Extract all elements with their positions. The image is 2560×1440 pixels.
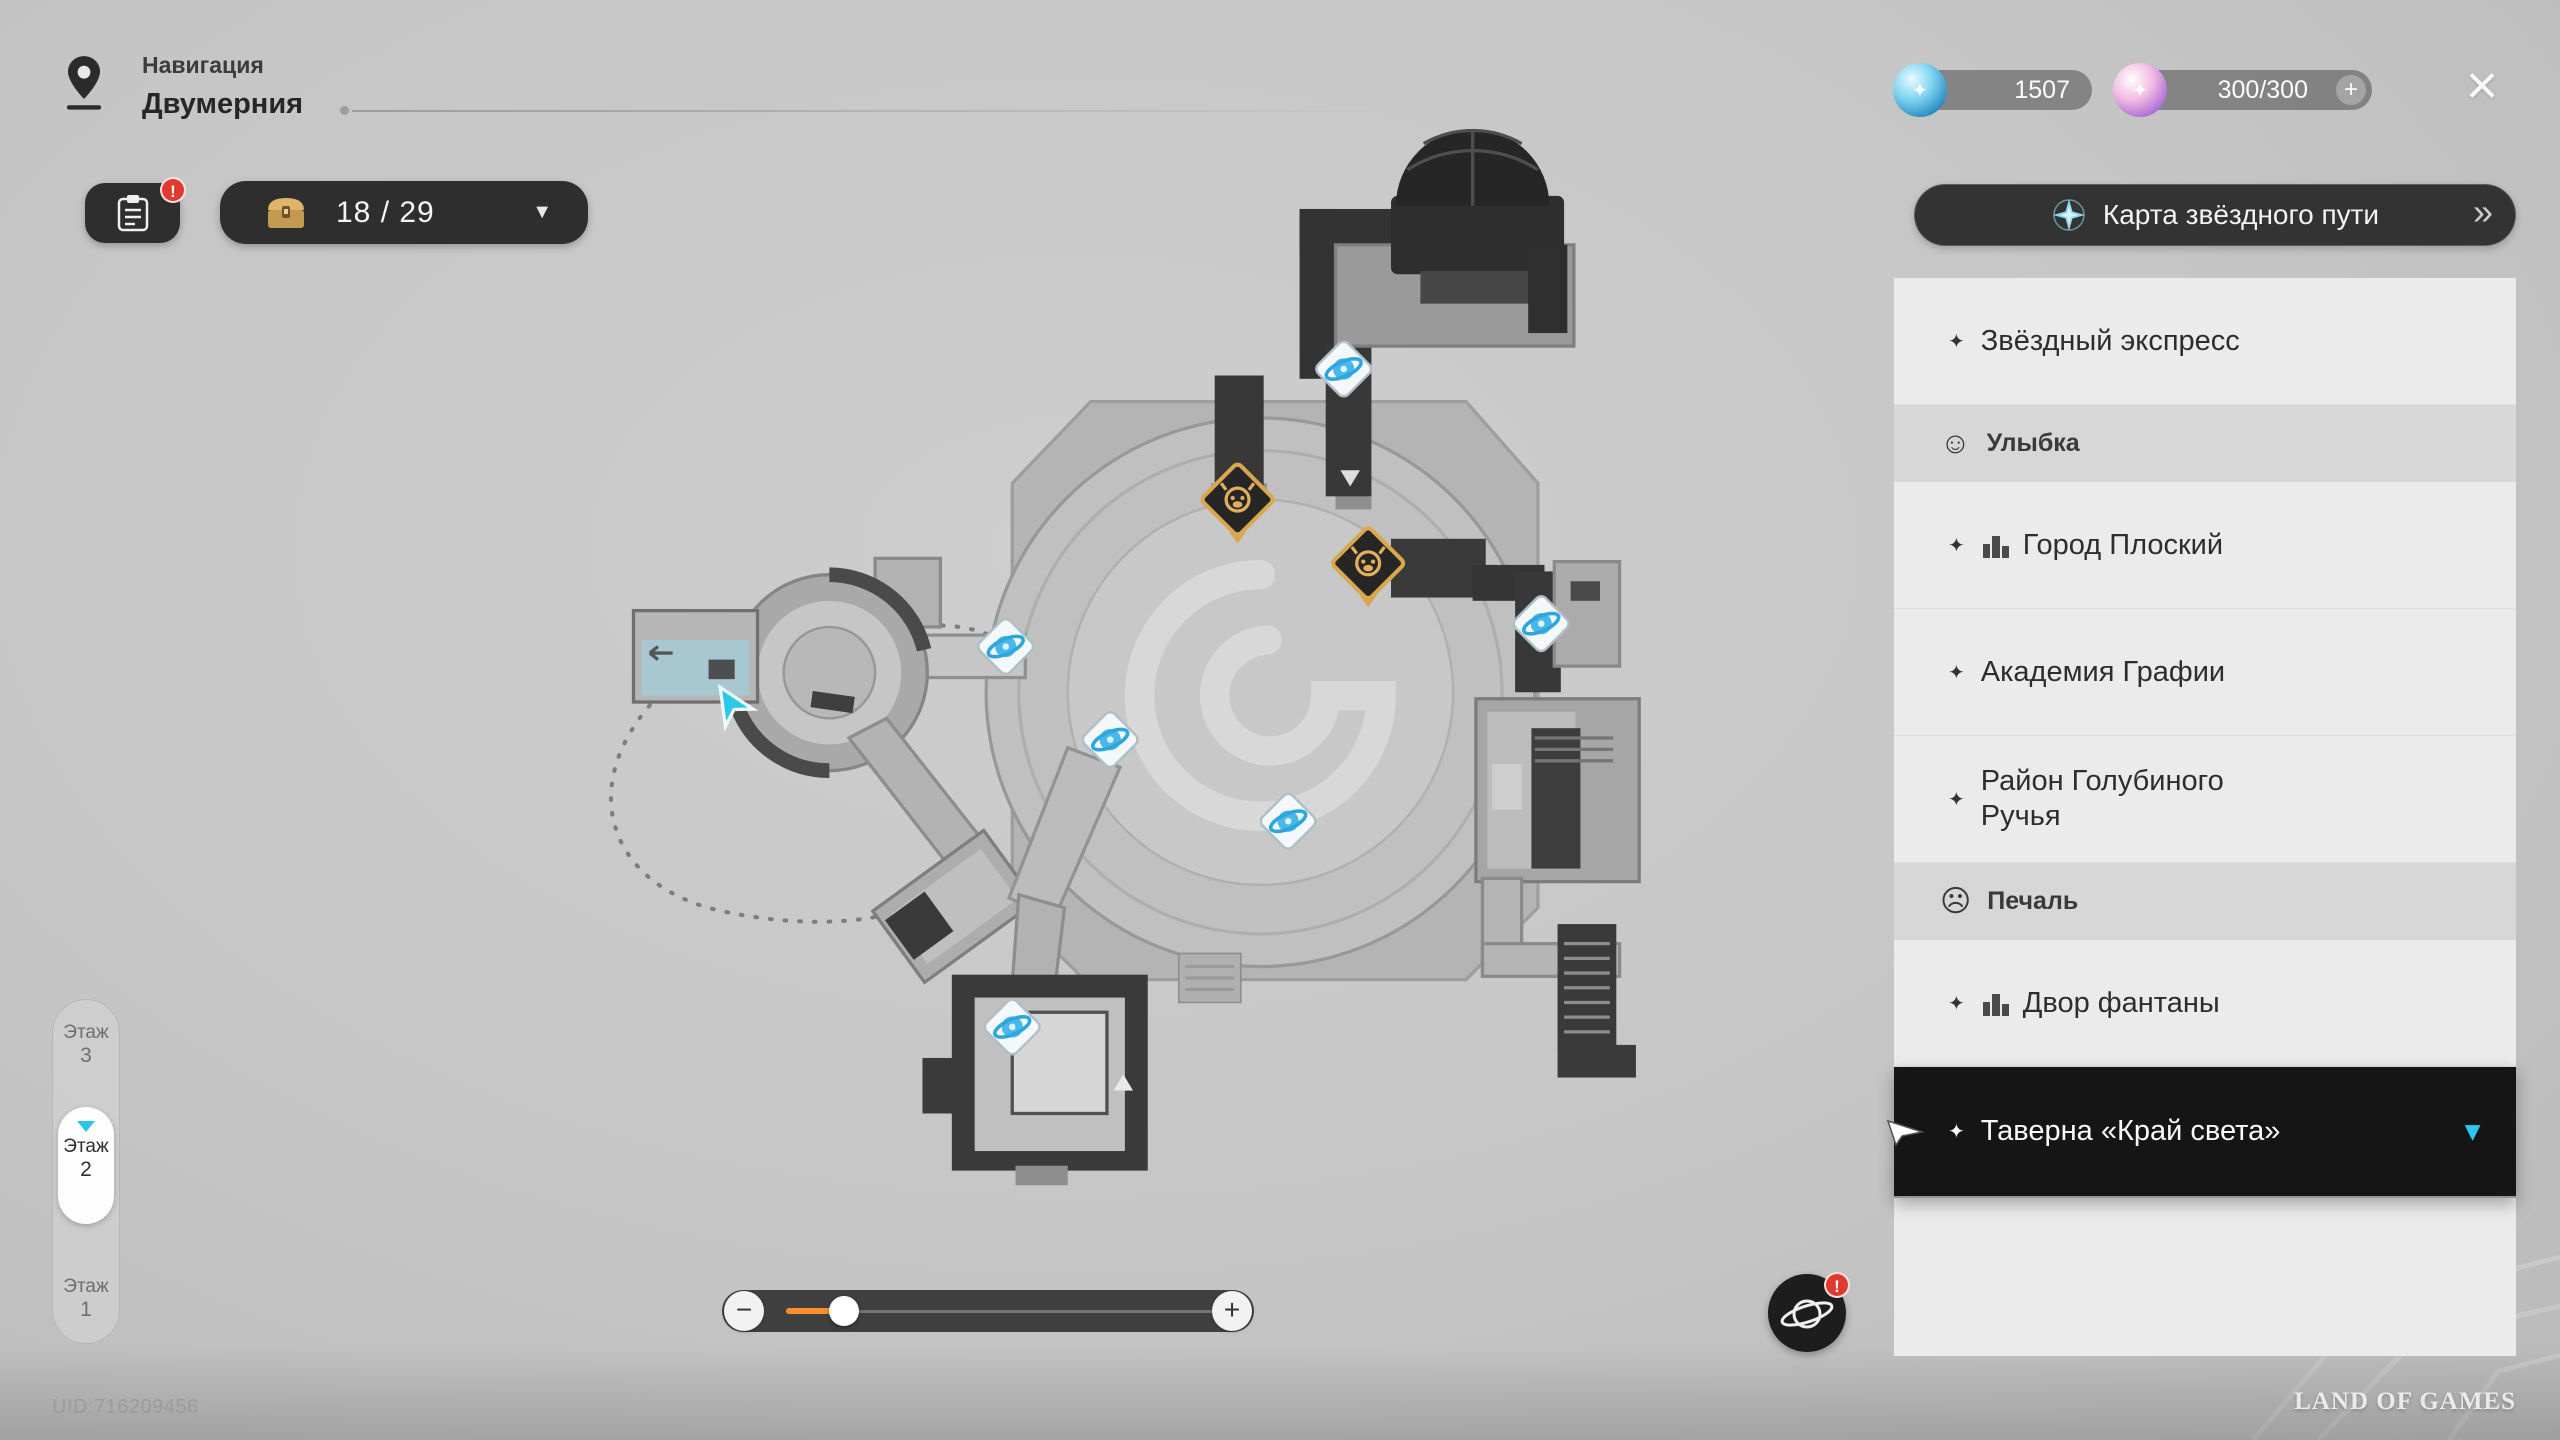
selected-area-arrow-icon: ▼ (2459, 1116, 2486, 1146)
stellar-jade-icon: ✦ (1893, 63, 1947, 117)
area-item-flat-city[interactable]: ✦ Город Плоский (1894, 482, 2516, 609)
floor-button-2-selected[interactable]: Этаж 2 (58, 1107, 114, 1224)
diamond-icon: ✦ (1948, 1121, 1965, 1143)
floor-selector: Этаж 3 Этаж 2 Этаж 1 (52, 999, 120, 1344)
trailblaze-power-amount: 300/300 (2217, 75, 2308, 104)
alert-badge: ! (160, 177, 186, 203)
uid-label: UID:716209456 (52, 1396, 199, 1418)
zoom-slider-filled-track (786, 1308, 844, 1314)
map-southwest-wing (846, 716, 1123, 992)
add-power-button[interactable]: + (2336, 75, 2366, 105)
stellar-jade-amount: 1507 (2014, 75, 2070, 104)
section-header-smile: ☺ Улыбка (1894, 405, 2516, 482)
zoom-slider-knob[interactable] (829, 1296, 859, 1326)
current-floor-arrow-icon (77, 1121, 95, 1132)
divider-line (352, 110, 1408, 112)
map-bottom-rooms (922, 974, 1148, 1186)
area-list-panel: ✦ Звёздный экспресс ☺ Улыбка ✦ Город Пло… (1886, 278, 2516, 1356)
area-item-academy[interactable]: ✦ Академия Графии (1894, 609, 2516, 736)
chevron-down-icon: ▼ (532, 201, 552, 223)
dreamscape-button[interactable]: ! (1768, 1272, 1850, 1352)
map-button-label: Карта звёздного пути (2102, 199, 2380, 230)
floor-button-1[interactable]: Этаж 1 (63, 1275, 109, 1322)
star-rail-map-button[interactable]: Карта звёздного пути » (1914, 184, 2516, 246)
diamond-icon: ✦ (1948, 534, 1965, 557)
cursor-icon (1886, 1119, 1925, 1147)
area-item-tavern-edge-of-world[interactable]: ✦ Таверна «Край света» ▼ (1886, 1067, 2516, 1198)
watermark: LAND OF GAMES (2294, 1388, 2516, 1415)
location-pin-icon (58, 54, 110, 121)
zoom-slider-track[interactable] (844, 1310, 1236, 1313)
zoom-in-button[interactable]: + (1212, 1291, 1252, 1331)
area-item-dove-creek[interactable]: ✦ Район Голубиного Ручья (1894, 736, 2516, 863)
chest-progress-label: 18 / 29 (336, 195, 435, 229)
map-left-wing (631, 556, 1027, 778)
zoom-slider[interactable]: − + (722, 1290, 1254, 1332)
city-icon (1982, 994, 2009, 1016)
area-item-astral-express[interactable]: ✦ Звёздный экспресс (1894, 278, 2516, 405)
world-name: Двумерния (142, 88, 304, 120)
sad-mask-icon: ☹ (1940, 884, 1972, 918)
section-header-sorrow: ☹ Печаль (1894, 863, 2516, 940)
diamond-icon: ✦ (1948, 330, 1965, 353)
nav-title: Навигация (142, 52, 264, 78)
chest-icon (268, 197, 304, 228)
city-icon (1982, 536, 2009, 558)
divider-dot (340, 106, 349, 115)
map-right-wing (1391, 538, 1641, 1078)
saturn-icon (1780, 1299, 1834, 1329)
floor-button-3[interactable]: Этаж 3 (63, 1022, 109, 1068)
missions-button[interactable]: ! (85, 177, 186, 243)
diamond-icon: ✦ (1948, 661, 1965, 684)
smile-mask-icon: ☺ (1940, 426, 1971, 460)
close-button[interactable]: × (2465, 53, 2499, 116)
player-position-icon (718, 683, 759, 732)
area-item-fountain-yard[interactable]: ✦ Двор фантаны (1894, 940, 2516, 1067)
double-chevron-icon: » (2472, 191, 2493, 232)
diamond-icon: ✦ (1948, 788, 1965, 811)
zoom-out-button[interactable]: − (724, 1291, 764, 1331)
trailblaze-power-icon: ✦ (2113, 63, 2167, 117)
map-dome-building (1333, 128, 1576, 348)
bottom-gradient (0, 1345, 2560, 1440)
stellar-jade-counter[interactable]: ✦ 1507 (1893, 63, 2092, 117)
alert-badge: ! (1824, 1272, 1850, 1298)
compass-icon (2052, 199, 2085, 231)
clipboard-icon (117, 195, 148, 232)
chest-progress-dropdown[interactable]: 18 / 29 ▼ (220, 181, 588, 244)
trailblaze-power-counter[interactable]: ✦ 300/300 + (2113, 63, 2372, 117)
diamond-icon: ✦ (1948, 992, 1965, 1015)
